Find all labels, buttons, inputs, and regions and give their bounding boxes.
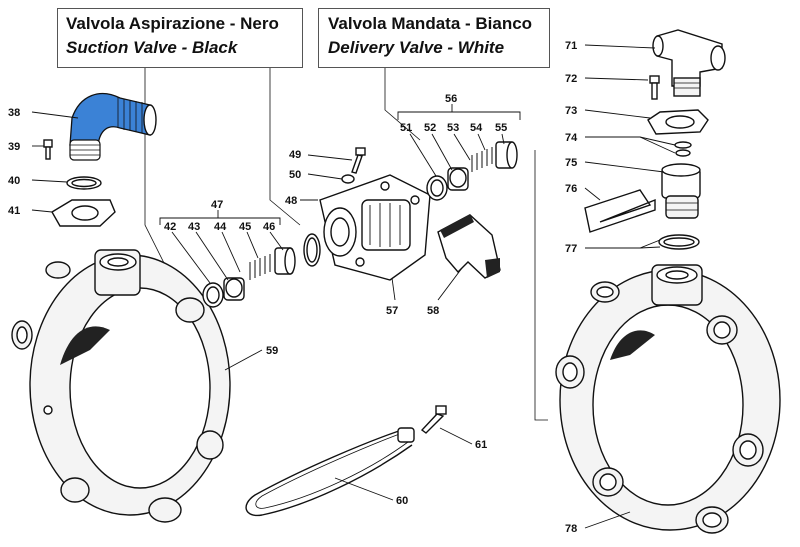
label-48: 48 — [285, 195, 297, 207]
housing-left-59 — [11, 249, 231, 523]
label-46: 46 — [263, 221, 275, 233]
fitting-71 — [652, 29, 726, 97]
label-78: 78 — [565, 523, 577, 535]
oring-74a — [674, 141, 692, 149]
label-61: 61 — [475, 439, 487, 451]
label-43: 43 — [188, 221, 200, 233]
label-59: 59 — [266, 345, 278, 357]
screw-72 — [649, 75, 660, 100]
leader-lines — [31, 44, 676, 529]
label-71: 71 — [565, 40, 577, 52]
label-50: 50 — [289, 169, 301, 181]
label-54: 54 — [470, 122, 483, 134]
delivery-title-it: Valvola Mandata - Bianco — [328, 14, 533, 33]
valve-body-57 — [319, 174, 431, 281]
flange-73 — [647, 109, 709, 135]
leader-suction-left — [144, 68, 171, 276]
label-73: 73 — [565, 105, 577, 117]
label-57: 57 — [386, 305, 398, 317]
label-52: 52 — [424, 122, 436, 134]
screw-61 — [420, 405, 447, 434]
label-51: 51 — [400, 122, 412, 134]
label-72: 72 — [565, 73, 577, 85]
spring-clip-76 — [584, 189, 656, 233]
suction-elbow — [69, 92, 157, 161]
label-41: 41 — [8, 205, 20, 217]
screw-49 — [351, 147, 366, 174]
label-58: 58 — [427, 305, 439, 317]
label-49: 49 — [289, 149, 301, 161]
leader-delivery-right — [534, 150, 548, 421]
suction-title-it: Valvola Aspirazione - Nero — [66, 14, 279, 33]
delivery-title-en: Delivery Valve - White — [328, 38, 505, 57]
label-56: 56 — [445, 93, 457, 105]
label-42: 42 — [164, 221, 176, 233]
label-53: 53 — [447, 122, 459, 134]
label-44: 44 — [214, 221, 227, 233]
leader-delivery-left — [384, 68, 421, 141]
label-55: 55 — [495, 122, 507, 134]
label-45: 45 — [239, 221, 251, 233]
label-74: 74 — [565, 132, 578, 144]
flange-41 — [51, 199, 116, 227]
label-47: 47 — [211, 199, 223, 211]
suction-valve-title: Valvola Aspirazione - Nero Suction Valve… — [57, 8, 303, 68]
label-75: 75 — [565, 157, 577, 169]
label-77: 77 — [565, 243, 577, 255]
delivery-valve-title: Valvola Mandata - Bianco Delivery Valve … — [318, 8, 550, 68]
oring-74b — [675, 149, 691, 157]
housing-right-78 — [555, 264, 781, 534]
leader-suction-right — [269, 68, 301, 226]
screw-39 — [43, 139, 53, 160]
delivery-valve-group-56 — [426, 141, 518, 201]
label-60: 60 — [396, 495, 408, 507]
strap-60 — [245, 427, 415, 517]
label-76: 76 — [565, 183, 577, 195]
valve-75 — [661, 163, 701, 219]
label-39: 39 — [8, 141, 20, 153]
part-labels: 38 39 40 41 42 43 44 45 46 47 48 49 50 5… — [8, 40, 578, 535]
suction-title-en: Suction Valve - Black — [66, 38, 238, 57]
clip-58 — [437, 214, 501, 279]
label-38: 38 — [8, 107, 20, 119]
washer-50 — [341, 174, 355, 184]
suction-valve-group-47 — [202, 247, 296, 308]
label-40: 40 — [8, 175, 20, 187]
